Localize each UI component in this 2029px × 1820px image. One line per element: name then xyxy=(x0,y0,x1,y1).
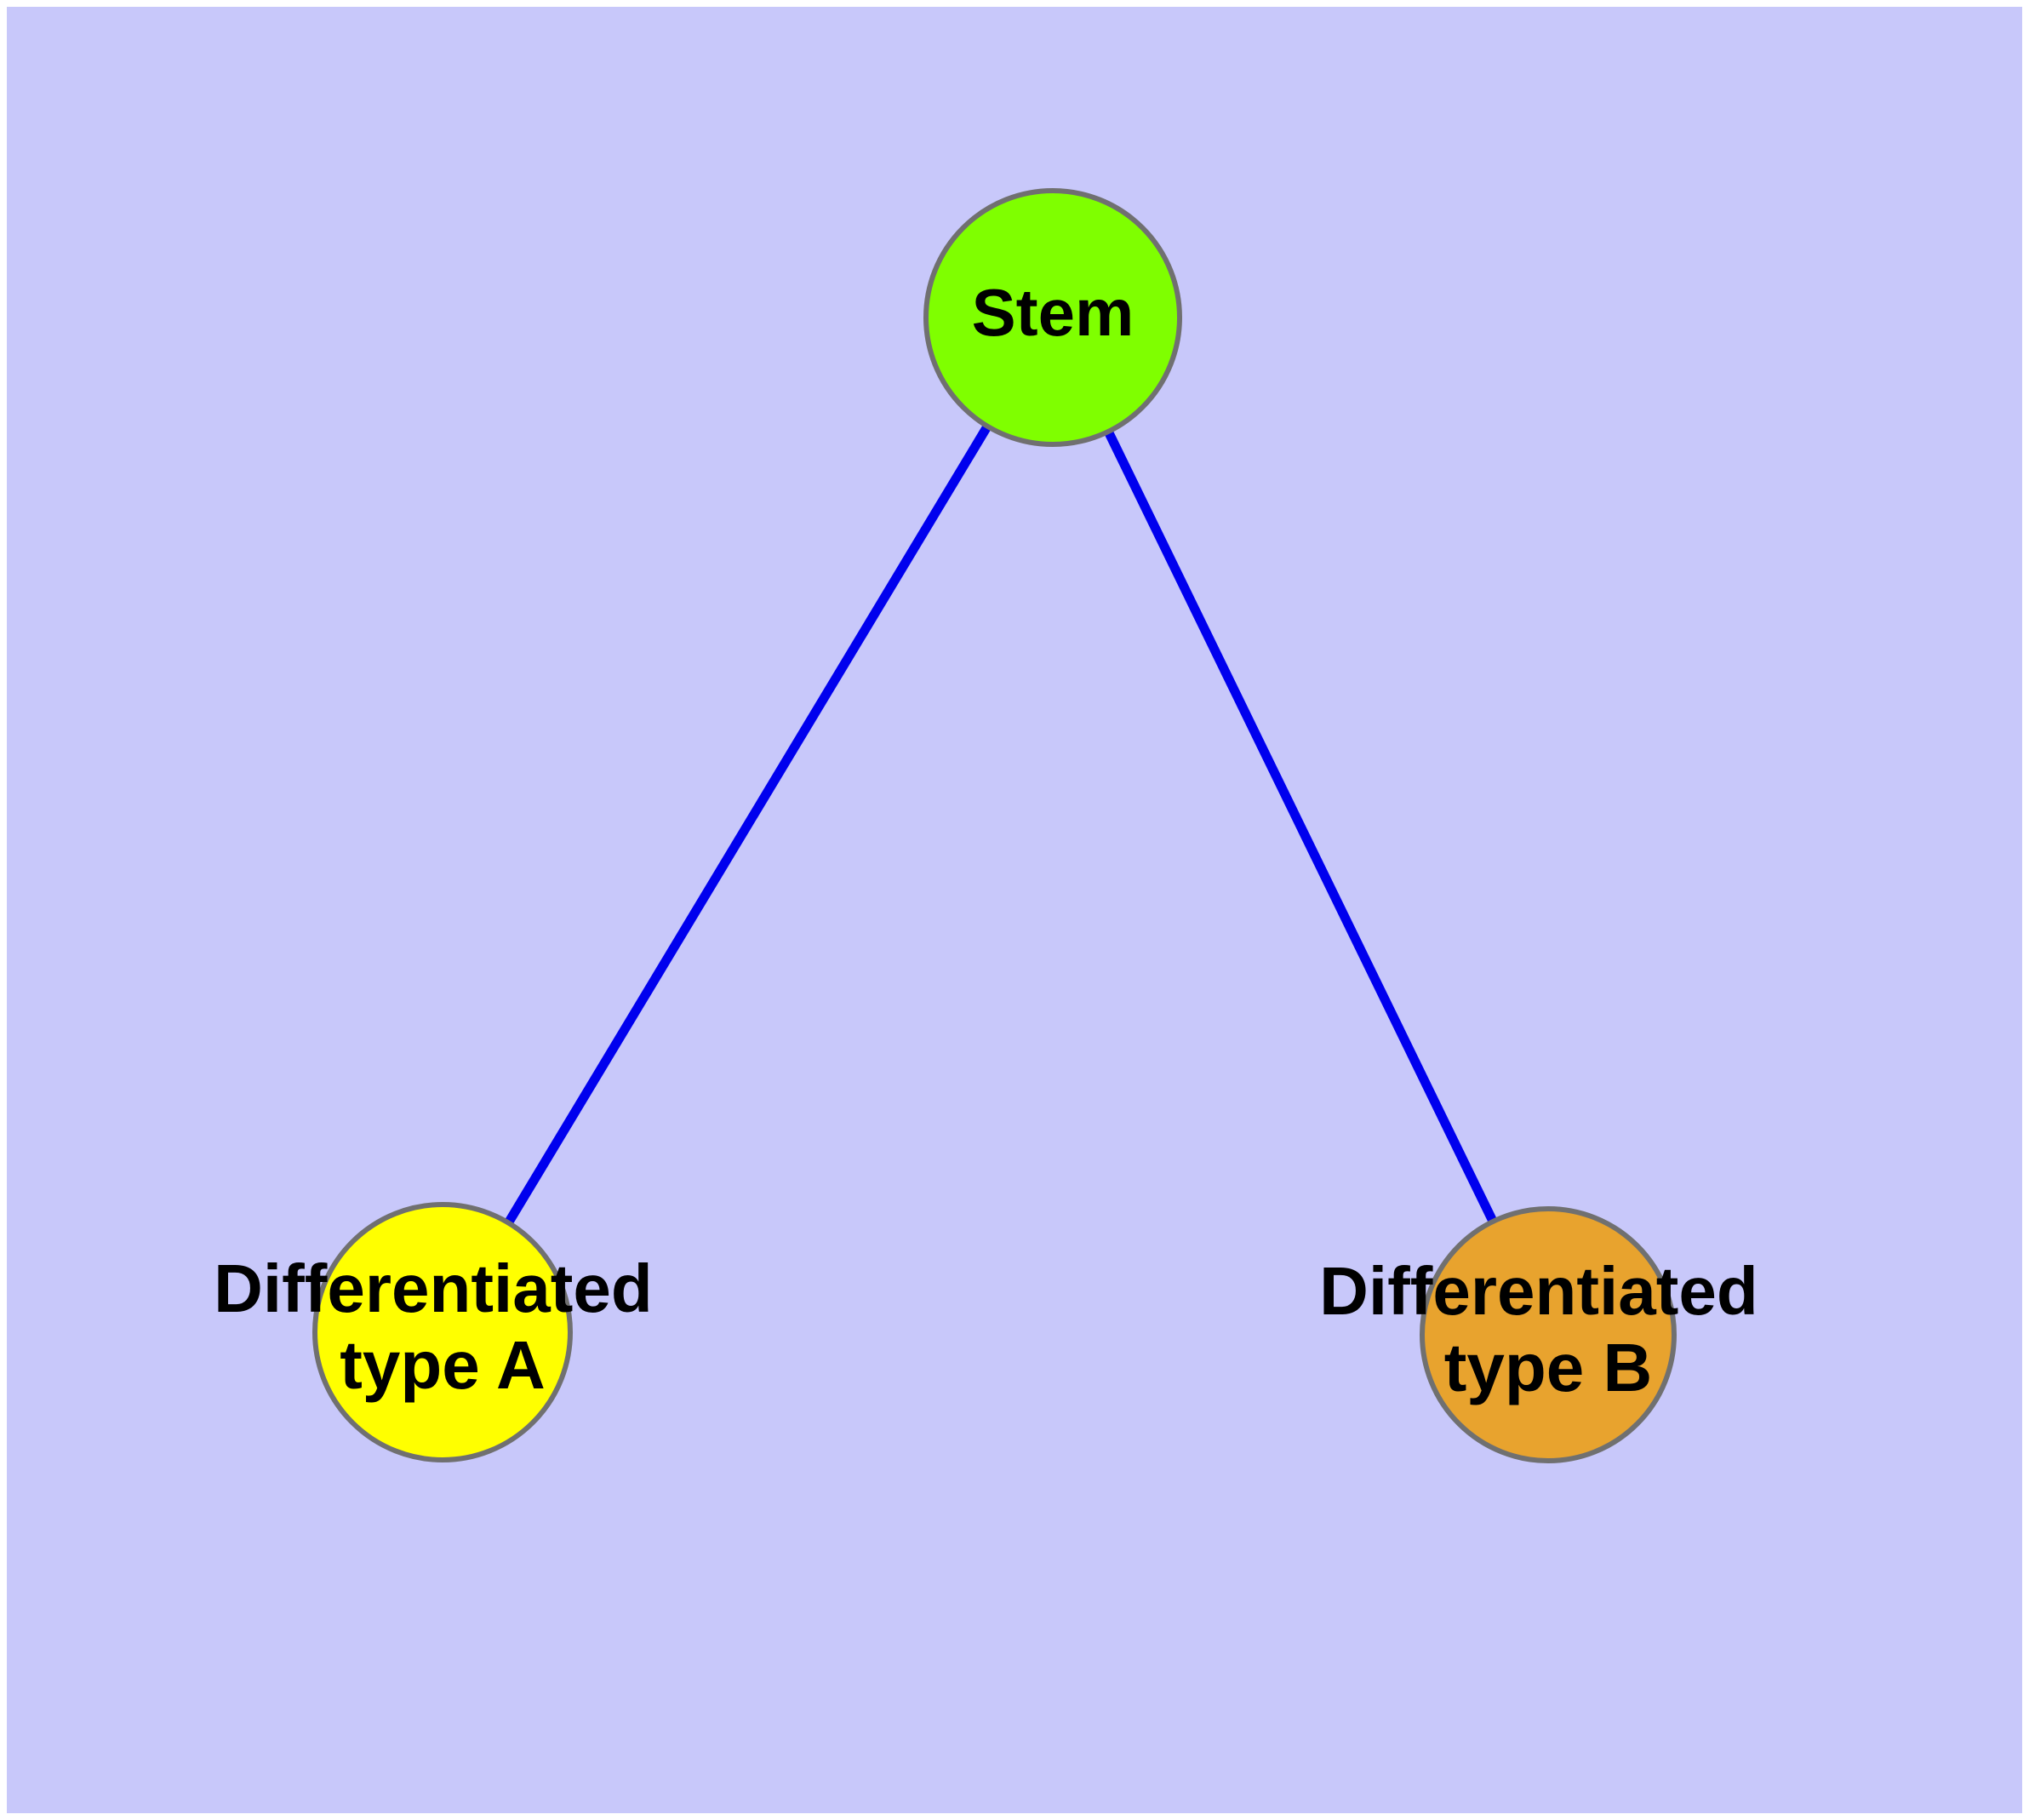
node-circle-stem[interactable] xyxy=(923,188,1182,447)
edge-stem-to-differentiated-type-b xyxy=(1103,428,1498,1225)
edge-stem-to-differentiated-type-a xyxy=(504,422,992,1227)
node-circle-differentiated-type-a[interactable] xyxy=(312,1202,573,1462)
edges-layer xyxy=(504,422,1498,1227)
node-stem[interactable]: Stem xyxy=(923,188,1182,447)
node-circle-differentiated-type-b[interactable] xyxy=(1420,1206,1677,1463)
